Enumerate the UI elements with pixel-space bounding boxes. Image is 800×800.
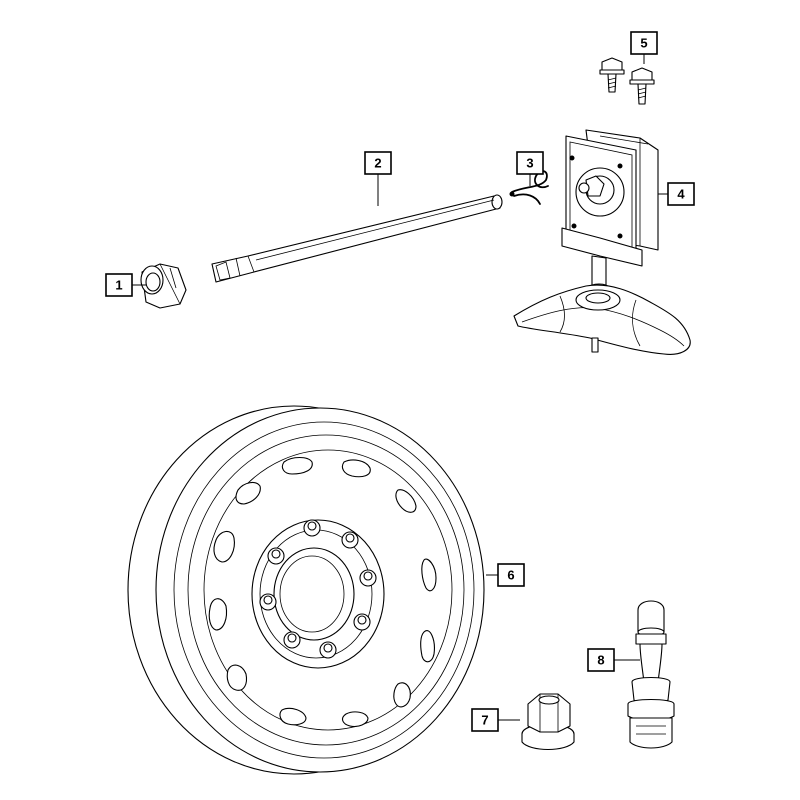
- part-5-bolts: [599, 57, 655, 105]
- callout-6-label: 6: [507, 568, 514, 583]
- part-3-clip: [509, 170, 549, 205]
- callout-8: 8: [587, 648, 615, 672]
- part-4-winch: [513, 129, 691, 355]
- callout-7: 7: [471, 708, 499, 732]
- callout-3: 3: [516, 151, 544, 175]
- wheel-lug-studs: [259, 519, 377, 659]
- callout-8-label: 8: [597, 653, 604, 668]
- part-1-bushing: [140, 263, 187, 309]
- callout-5-label: 5: [640, 36, 647, 51]
- part-6-wheel: [127, 405, 485, 775]
- callout-1-label: 1: [115, 278, 122, 293]
- callout-1: 1: [105, 273, 133, 297]
- callout-4: 4: [667, 182, 695, 206]
- callout-2: 2: [364, 151, 392, 175]
- part-7-lug-nut: [521, 693, 575, 751]
- callout-3-label: 3: [526, 156, 533, 171]
- leader-lines: [132, 54, 668, 721]
- callout-4-label: 4: [677, 187, 685, 202]
- wheel-vent-holes: [208, 456, 437, 728]
- part-2-extension-rod: [211, 194, 503, 283]
- callout-5: 5: [630, 31, 658, 55]
- callout-6: 6: [497, 563, 525, 587]
- part-8-valve-stem: [627, 600, 675, 749]
- callout-2-label: 2: [374, 156, 381, 171]
- callout-7-label: 7: [481, 713, 488, 728]
